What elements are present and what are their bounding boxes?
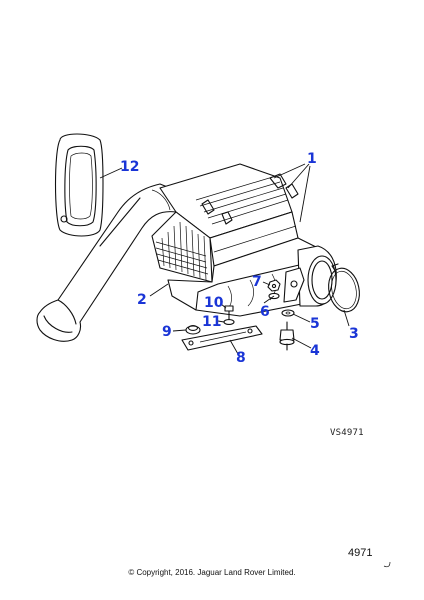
leader-lines	[99, 163, 350, 355]
diagram-reference-code: VS4971	[330, 428, 364, 438]
callout-6: 6	[260, 304, 270, 320]
part-12-flange	[54, 133, 104, 237]
air-cleaner-housing	[151, 163, 323, 317]
part-3-clamp	[328, 263, 360, 313]
callout-1: 1	[307, 151, 317, 167]
callout-9: 9	[162, 324, 172, 340]
copyright-footer: © Copyright, 2016. Jaguar Land Rover Lim…	[128, 568, 296, 577]
callout-11: 11	[202, 314, 221, 330]
callout-2: 2	[137, 292, 147, 308]
part-9-grommet	[185, 325, 201, 335]
callout-7: 7	[252, 274, 262, 290]
callout-8: 8	[236, 350, 246, 366]
intake-pipe	[36, 183, 177, 342]
part-11-washer	[223, 319, 235, 325]
part-5-washer	[281, 309, 295, 317]
part-10-bolt	[224, 305, 234, 321]
page-number: 4971	[348, 547, 373, 559]
callout-12: 12	[120, 159, 139, 175]
callout-4: 4	[310, 343, 320, 359]
mounting-bracket	[283, 267, 305, 303]
callout-5: 5	[310, 316, 320, 332]
part-8-strap	[181, 325, 263, 351]
part-7-nut	[267, 279, 281, 292]
part-4-mount	[279, 321, 295, 351]
callout-10: 10	[204, 295, 224, 311]
callout-3: 3	[349, 326, 359, 342]
corner-mark	[383, 561, 391, 568]
